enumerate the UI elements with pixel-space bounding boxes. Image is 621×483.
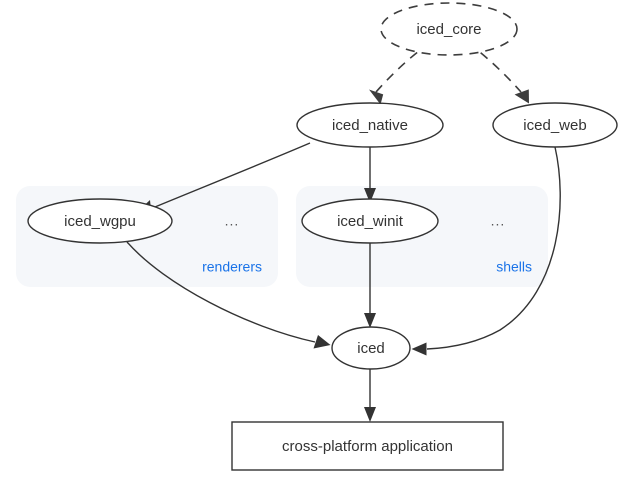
cluster-renderers-ellipsis: ...: [225, 213, 240, 229]
node-iced_winit-label: iced_winit: [337, 213, 404, 230]
cluster-shells-label: shells: [496, 259, 532, 275]
edge-iced_wgpu-to-iced: [126, 241, 331, 349]
node-iced_native[interactable]: iced_native: [296, 102, 444, 148]
edge-iced_winit-to-iced-arrowhead: [364, 313, 376, 328]
node-iced_core-shape: [380, 2, 518, 56]
node-iced_core-label: iced_core: [416, 21, 481, 38]
edge-iced-to-app: [364, 369, 376, 422]
edge-iced_native-to-iced_winit-arrowhead: [364, 188, 376, 203]
node-cross-platform-application[interactable]: cross-platform application: [231, 421, 504, 471]
node-iced[interactable]: iced: [331, 326, 411, 370]
edge-iced_core-to-iced_web-arrowhead: [514, 89, 529, 104]
node-iced_wgpu-shape: [27, 198, 173, 244]
edge-iced-to-app-arrowhead: [364, 407, 376, 422]
node-cross-platform-application-shape: [231, 421, 504, 471]
edge-iced_winit-to-iced: [364, 242, 376, 328]
node-iced_core[interactable]: iced_core: [380, 2, 518, 56]
edge-iced_wgpu-to-iced-path: [126, 241, 316, 343]
node-iced_native-shape: [296, 102, 444, 148]
node-iced_winit-shape: [301, 198, 439, 244]
node-iced_web-label: iced_web: [523, 117, 586, 134]
edge-iced_wgpu-to-iced-arrowhead: [313, 335, 331, 349]
edge-iced_native-to-iced_winit: [364, 147, 376, 203]
edge-iced_web-to-iced: [411, 146, 561, 356]
node-iced_native-label: iced_native: [332, 117, 408, 134]
cluster-renderers-label: renderers: [202, 259, 262, 275]
node-iced_wgpu-label: iced_wgpu: [64, 213, 136, 230]
edge-iced_core-to-iced_native-arrowhead: [369, 89, 384, 105]
node-iced-shape: [331, 326, 411, 370]
cluster-shells-ellipsis: ...: [491, 213, 506, 229]
edge-iced_web-to-iced-path: [426, 146, 561, 350]
node-iced_web-shape: [492, 102, 618, 148]
edge-iced_native-to-iced_wgpu-path: [149, 142, 311, 210]
node-iced_wgpu[interactable]: iced_wgpu: [27, 198, 173, 244]
node-iced_winit[interactable]: iced_winit: [301, 198, 439, 244]
edge-iced_web-to-iced-arrowhead: [411, 342, 427, 356]
node-iced_web[interactable]: iced_web: [492, 102, 618, 148]
node-iced-label: iced: [357, 340, 385, 357]
node-cross-platform-application-label: cross-platform application: [282, 438, 453, 455]
